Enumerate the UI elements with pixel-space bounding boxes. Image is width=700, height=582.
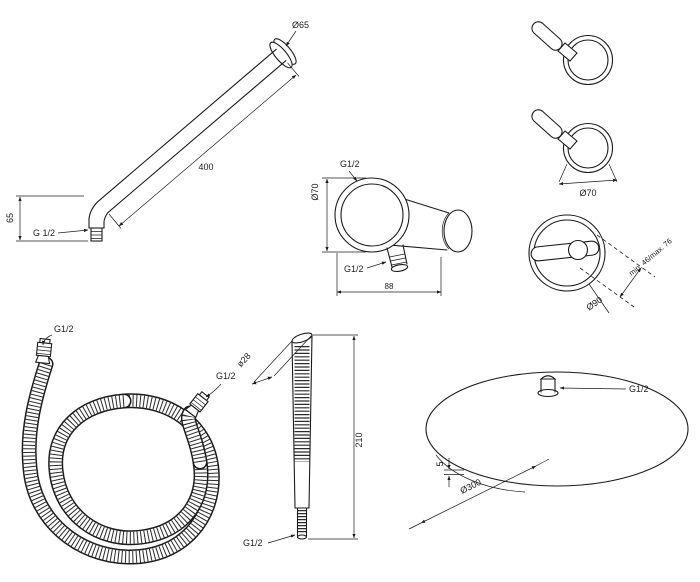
dim-label-mixer-small: Ø70 <box>579 188 596 198</box>
thread-label-headshower: G1/2 <box>629 384 649 394</box>
mixer-valve-side-view-2 <box>531 109 614 174</box>
dim-label-headshower-diameter: Ø300 <box>459 477 483 496</box>
hand-shower-drawing: ø28 210 G1/2 <box>235 332 364 548</box>
hose-fitting-end <box>184 391 210 419</box>
dim-label-handshower-length: 210 <box>354 432 364 447</box>
dim-label-handshower-diameter: ø28 <box>235 351 253 369</box>
dim-label-mixer-large: Ø90 <box>584 295 604 313</box>
shower-hose-drawing: G1/2 G1/2 <box>21 324 236 565</box>
hose-fitting-top <box>34 337 53 365</box>
thread-label-hose-end: G1/2 <box>216 371 236 381</box>
thread-label-outlet-bottom: G1/2 <box>344 264 364 274</box>
thread-label-outlet-top: G1/2 <box>340 159 360 169</box>
overhead-shower-drawing: G1/2 5 Ø300 <box>408 371 689 530</box>
thread-label-handshower: G1/2 <box>243 538 263 548</box>
dim-label-outlet-diameter: Ø70 <box>310 183 320 200</box>
shower-arm-drawing: 400 65 G 1/2 Ø65 <box>5 20 309 242</box>
wall-outlet-drawing: G1/2 Ø70 G1/2 88 <box>310 159 473 296</box>
dim-label-mixer-depth: min. 46/max. 76 <box>627 236 674 277</box>
mixer-escutcheon-dimension: Ø70 <box>558 163 618 198</box>
thread-label-hose-top: G1/2 <box>54 324 74 334</box>
dim-label-headshower-thickness: 5 <box>435 461 445 466</box>
mixer-valve-side-view-1 <box>531 21 614 86</box>
dim-label-outlet-depth: 88 <box>385 282 394 291</box>
mixer-valve-front-view: min. 46/max. 76 Ø90 <box>528 214 674 314</box>
dim-label-arm-offset: 65 <box>5 213 15 223</box>
dim-label-arm-flange: Ø65 <box>292 20 309 30</box>
thread-label-arm: G 1/2 <box>33 228 55 238</box>
dim-label-arm-length: 400 <box>198 162 213 172</box>
hose-coil <box>21 356 220 565</box>
